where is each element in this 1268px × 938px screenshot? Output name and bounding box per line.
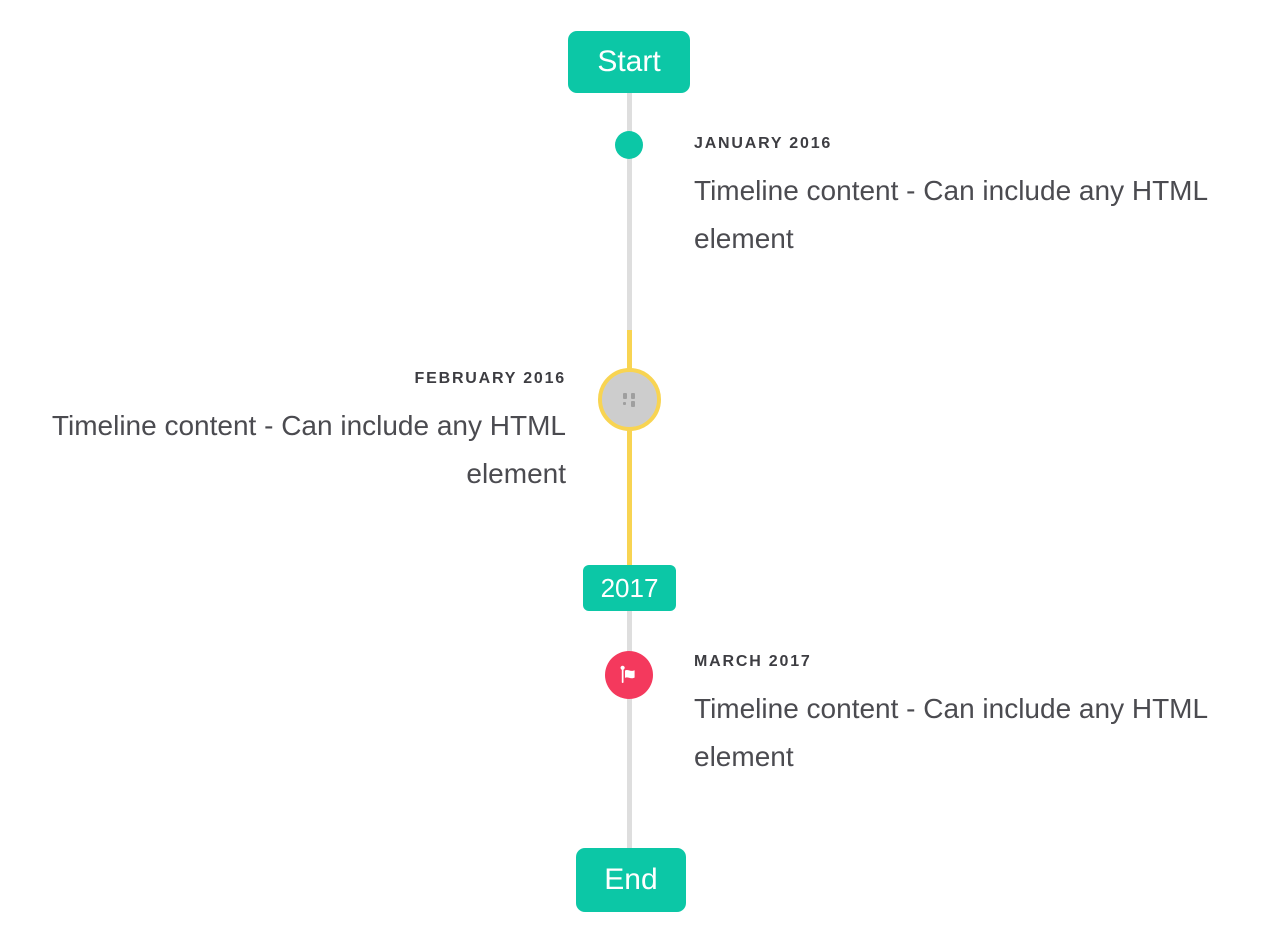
flag-icon bbox=[617, 663, 641, 687]
timeline-year-badge: 2017 bbox=[583, 565, 676, 611]
timeline-entry-january: JANUARY 2016 Timeline content - Can incl… bbox=[694, 134, 1220, 263]
entry-title: JANUARY 2016 bbox=[694, 135, 833, 152]
timeline-end-label: End bbox=[604, 863, 658, 896]
timeline-line-yellow-segment bbox=[627, 330, 632, 567]
timeline-entry-february: FEBRUARY 2016 Timeline content - Can inc… bbox=[40, 369, 566, 498]
entry-body: Timeline content - Can include any HTML … bbox=[694, 693, 1208, 772]
timeline-start-label: Start bbox=[597, 45, 661, 78]
entry-title: MARCH 2017 bbox=[694, 653, 812, 670]
timeline-end-badge: End bbox=[576, 848, 686, 912]
timeline-start-badge: Start bbox=[568, 31, 690, 93]
broken-image-icon bbox=[620, 392, 639, 408]
entry-body: Timeline content - Can include any HTML … bbox=[694, 175, 1208, 254]
timeline-marker-january bbox=[615, 131, 643, 159]
timeline-year-label: 2017 bbox=[600, 572, 659, 603]
timeline-marker-february bbox=[598, 368, 661, 431]
entry-title: FEBRUARY 2016 bbox=[414, 370, 566, 387]
entry-body: Timeline content - Can include any HTML … bbox=[51, 410, 566, 489]
timeline-entry-march: MARCH 2017 Timeline content - Can includ… bbox=[694, 652, 1220, 781]
timeline-marker-march bbox=[605, 651, 653, 699]
